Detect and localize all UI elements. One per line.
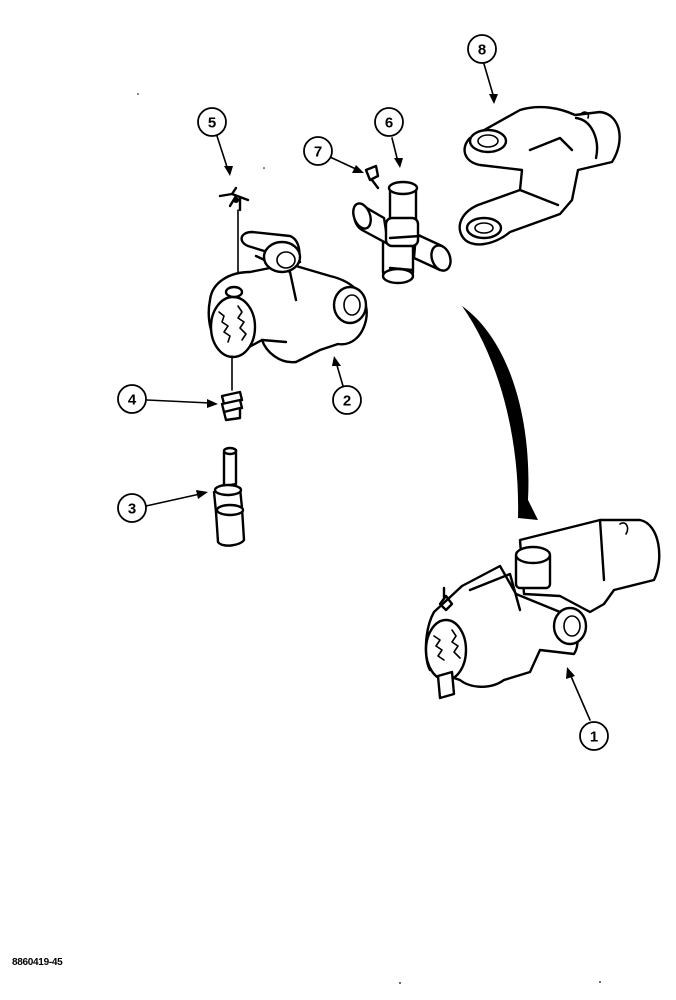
callout-4: 4: [117, 384, 147, 414]
callout-6-label: 6: [385, 115, 393, 132]
grease-fitting-part-7: [364, 164, 380, 190]
callout-1-label: 1: [590, 729, 598, 746]
cross-spider-part-6: [352, 180, 452, 285]
callout-8-label: 8: [478, 42, 486, 59]
callout-2: 2: [332, 385, 362, 415]
callout-7-label: 7: [314, 144, 322, 161]
assembly-arrow: [462, 306, 538, 520]
callout-6: 6: [374, 107, 404, 137]
assembled-ujoint-part-1: [424, 518, 661, 700]
callout-1: 1: [579, 721, 609, 751]
callout-3-label: 3: [128, 501, 136, 518]
callout-3: 3: [117, 493, 147, 523]
figure-id: 8860419-45: [12, 957, 63, 968]
plunger-pin-part-3: [212, 446, 246, 547]
yoke-part-2: [207, 230, 368, 364]
callout-7: 7: [303, 136, 333, 166]
callout-5: 5: [197, 107, 227, 137]
callout-8: 8: [467, 34, 497, 64]
spring-part-4: [220, 355, 244, 422]
leader-lines: [145, 63, 591, 721]
clip-part-5: [218, 186, 250, 281]
callout-2-label: 2: [343, 393, 351, 410]
callout-5-label: 5: [208, 115, 216, 132]
callout-4-label: 4: [128, 392, 137, 409]
yoke-part-8: [458, 105, 621, 246]
